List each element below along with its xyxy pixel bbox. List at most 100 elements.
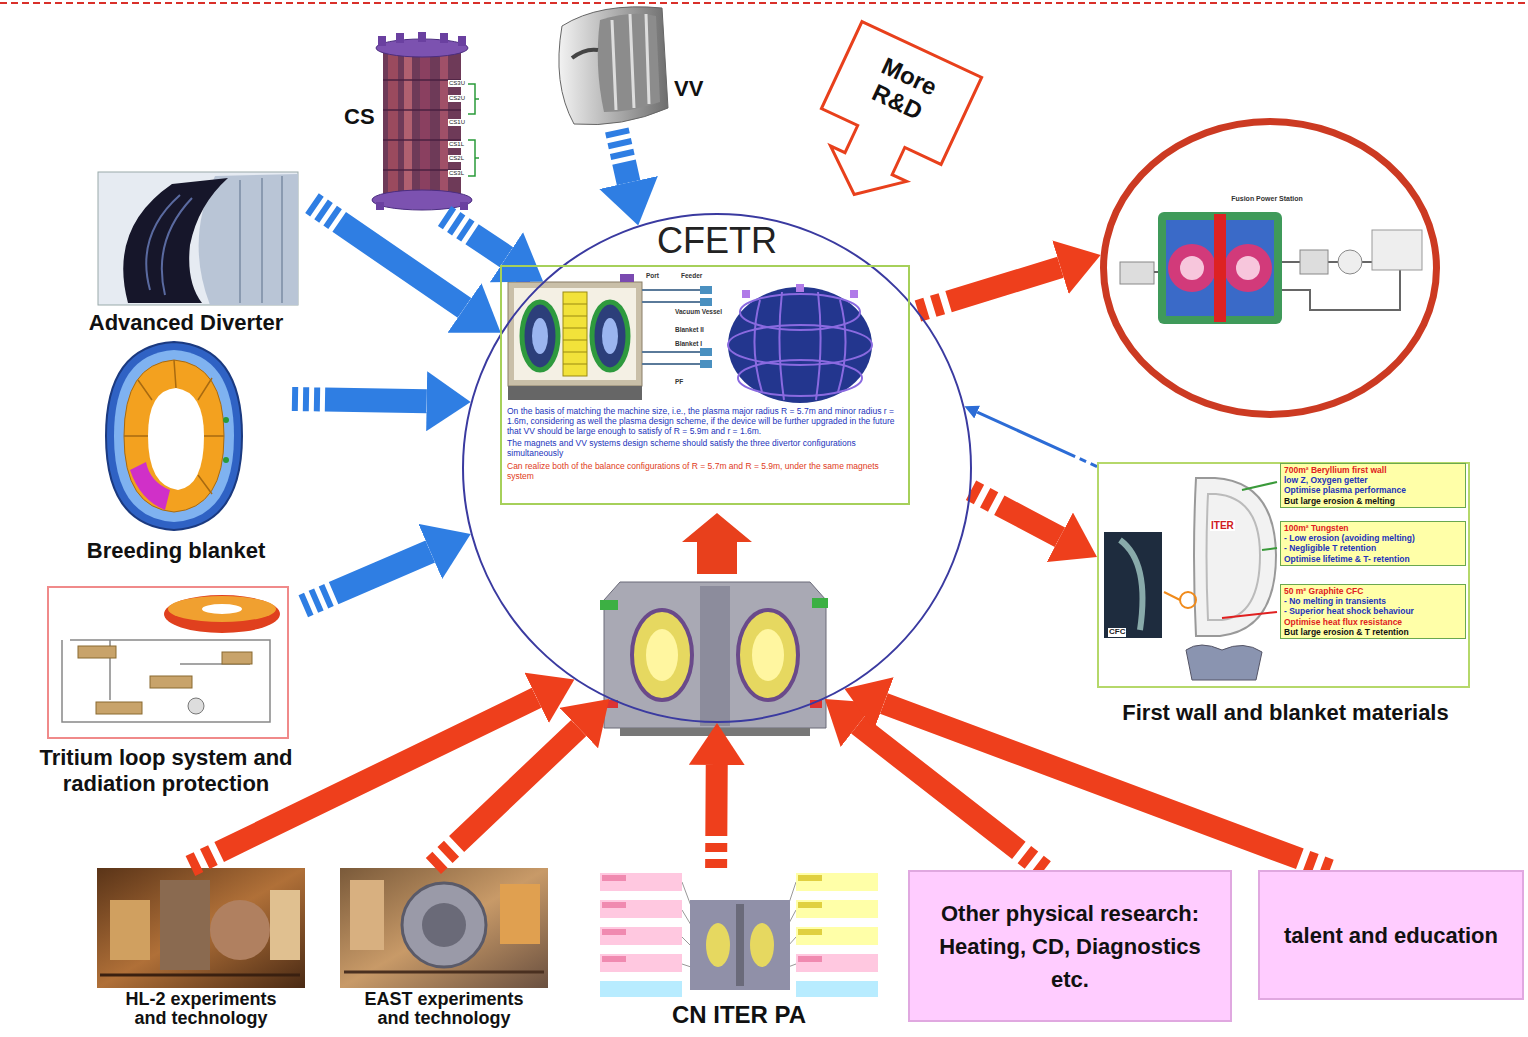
cs-coil-figure-part bbox=[388, 50, 398, 198]
tritium-loop-figure-part bbox=[188, 698, 204, 714]
divertor-node: Advanced Diverter bbox=[60, 170, 312, 336]
node-text: On the basis of matching the machine siz… bbox=[507, 407, 903, 436]
first-wall-figure-part bbox=[1164, 592, 1180, 600]
divertor-figure-part bbox=[123, 178, 228, 303]
cfetr-design-figure-part bbox=[508, 386, 642, 400]
cfetr-circle: On the basis of matching the machine siz… bbox=[462, 213, 972, 723]
material-box: 50 m² Graphite CFC- No melting in transi… bbox=[1280, 584, 1466, 639]
power-station-figure-part bbox=[1105, 123, 1435, 413]
tritium-loop-figure-part bbox=[78, 646, 116, 658]
divertor-figure bbox=[98, 172, 298, 305]
cfetr-design-figure-part bbox=[700, 360, 712, 368]
hl2-photo-part bbox=[97, 868, 305, 988]
iter-procurement-figure-part bbox=[690, 900, 790, 990]
node-text: Tritium loop system and radiation protec… bbox=[10, 745, 322, 797]
hl2-photo-part bbox=[270, 890, 300, 960]
part-label: CS3L bbox=[448, 170, 465, 177]
tritium-loop-figure-part bbox=[168, 596, 276, 622]
iter-procurement-figure-part bbox=[600, 873, 682, 891]
part-label: CS3U bbox=[448, 80, 466, 87]
iter-tokamak-figure-part bbox=[738, 610, 798, 700]
tritium-loop-figure-part bbox=[62, 640, 270, 722]
node-text: - Low erosion (avoiding melting) bbox=[1284, 533, 1462, 543]
cfetr-design-figure-part bbox=[700, 348, 712, 356]
cfetr-design-figure-part bbox=[728, 287, 872, 403]
cfetr-design-figure-part bbox=[508, 282, 642, 386]
part-label: CFC bbox=[1108, 628, 1126, 637]
node-text: Other physical research: Heating, CD, Di… bbox=[920, 897, 1220, 996]
cfetr-design-panel: On the basis of matching the machine siz… bbox=[500, 265, 910, 505]
first-wall-figure-part bbox=[1097, 462, 1470, 688]
flow-arrow bbox=[884, 704, 1330, 870]
top-dashed-rule bbox=[0, 2, 1528, 4]
node-text: Fusion Power Station bbox=[1187, 195, 1347, 203]
iter-procurement-figure-part bbox=[796, 927, 878, 945]
callout-outline bbox=[789, 16, 987, 227]
iter-tokamak-figure-part bbox=[752, 629, 784, 681]
tritium-loop-figure-part bbox=[150, 676, 192, 688]
iter-tokamak-figure-part bbox=[810, 700, 822, 708]
iter-tokamak-figure-part bbox=[700, 586, 730, 726]
node-text: But large erosion & T retention bbox=[1284, 627, 1462, 637]
node-text: Breeding blanket bbox=[60, 538, 292, 564]
vacuum-vessel-figure bbox=[559, 7, 668, 125]
part-label: Port bbox=[645, 272, 660, 279]
callout-outline-shape bbox=[794, 22, 981, 223]
iter-procurement-figure-part bbox=[602, 956, 626, 962]
facility-photo-node: EAST experiments and technology bbox=[338, 866, 550, 1028]
power-station-figure-part bbox=[1120, 262, 1154, 284]
cs-coil-figure-part bbox=[440, 50, 448, 198]
blanket-figure-part bbox=[148, 388, 204, 490]
iter-procurement-figure-part bbox=[798, 956, 822, 962]
iter-procurement-figure-part bbox=[602, 902, 626, 908]
east-photo-part bbox=[340, 868, 548, 988]
iter-tokamak-figure-part bbox=[646, 629, 678, 681]
iter-procurement-figure-part bbox=[798, 902, 822, 908]
iter-tokamak-figure-part bbox=[620, 728, 810, 736]
flow-arrow bbox=[971, 490, 1060, 537]
power-station-figure-part bbox=[1154, 271, 1158, 273]
power-station-figure-part bbox=[1224, 244, 1272, 292]
first-wall-figure-part bbox=[1242, 482, 1277, 490]
cs-coil-figure-part bbox=[460, 202, 468, 210]
first-wall-figure bbox=[1097, 462, 1470, 688]
rd-callout-arrow: More R&D bbox=[789, 16, 987, 227]
cs-coil-figure-part bbox=[396, 33, 404, 43]
part-label: Blanket I bbox=[674, 340, 703, 347]
iter-procurement-figure-part bbox=[600, 900, 682, 918]
node-text: CN ITER PA bbox=[596, 1002, 882, 1028]
material-box: 700m² Beryllium first walllow Z, Oxygen … bbox=[1280, 463, 1466, 508]
iter-tokamak-figure-part bbox=[606, 700, 618, 708]
iter-procurement-figure-part bbox=[798, 875, 822, 881]
part-label: Vacuum Vessel bbox=[674, 308, 723, 315]
cfetr-design-figure-part bbox=[754, 292, 845, 400]
vacuum-vessel-figure-part bbox=[559, 7, 668, 125]
blanket-figure-part bbox=[130, 462, 170, 510]
upgrade-arrow bbox=[682, 513, 752, 574]
cs-coil-figure-part bbox=[378, 36, 386, 46]
flow-arrow bbox=[705, 765, 728, 868]
cfetr-design-figure-part bbox=[532, 318, 548, 354]
node-text: CFETR bbox=[464, 219, 970, 262]
flow-arrow bbox=[445, 216, 507, 257]
iter-procurement-figure bbox=[600, 873, 878, 997]
power-station-figure-part bbox=[1372, 230, 1422, 270]
procurement-node: CN ITER PA bbox=[596, 868, 882, 1028]
blanket-figure-part bbox=[223, 417, 229, 423]
tritium-loop-figure-part bbox=[222, 652, 252, 664]
cfetr-design-figure-part bbox=[592, 302, 628, 370]
node-text: But large erosion & melting bbox=[1284, 496, 1462, 506]
power-station-figure-part bbox=[1214, 214, 1226, 322]
iter-procurement-figure-part bbox=[602, 929, 626, 935]
iter-tokamak-figure-part bbox=[604, 582, 826, 728]
part-label: Blanket II bbox=[674, 326, 705, 333]
node-text: talent and education bbox=[1284, 919, 1498, 952]
research-box: talent and education bbox=[1258, 870, 1524, 1000]
power-station-figure-part bbox=[1168, 244, 1216, 292]
flow-arrow bbox=[918, 267, 1061, 311]
node-text: low Z, Oxygen getter bbox=[1284, 475, 1462, 485]
divertor-figure-part bbox=[98, 172, 298, 305]
blanket-figure-part bbox=[223, 457, 229, 463]
flow-arrow bbox=[617, 130, 629, 183]
first-wall-figure-part bbox=[1186, 645, 1262, 680]
